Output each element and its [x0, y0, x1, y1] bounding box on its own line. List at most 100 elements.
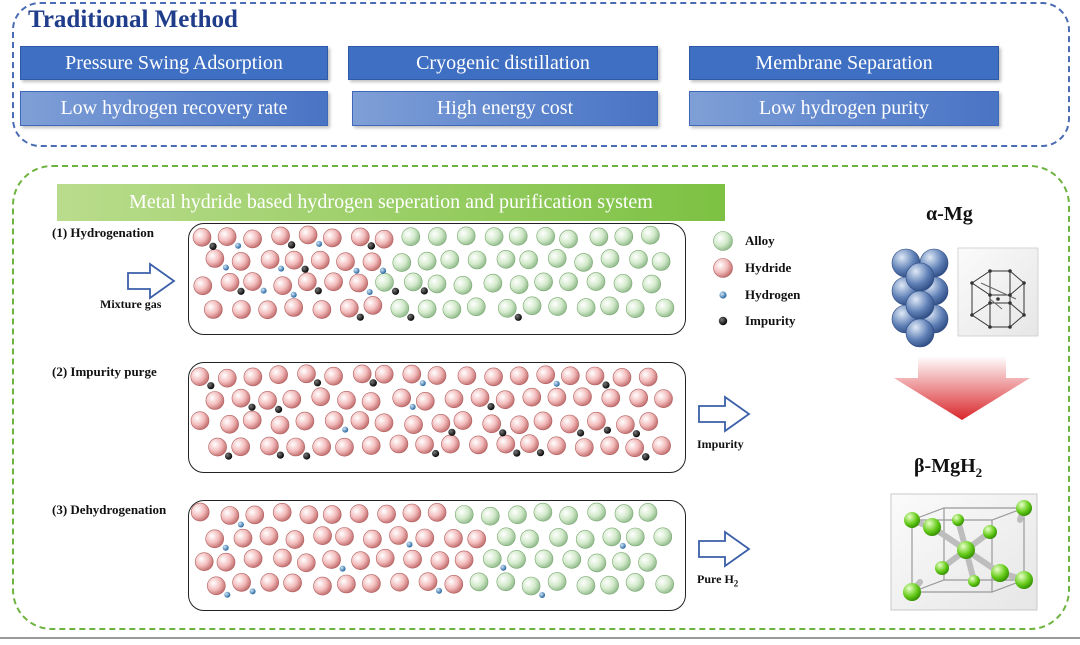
hydrogen-particle [278, 265, 285, 272]
alloy-particle [508, 226, 528, 246]
alloy-particle [642, 274, 662, 294]
method-cryogenic-distillation: Cryogenic distillation [348, 46, 658, 80]
hydride-particle [444, 574, 464, 594]
alloy-particle [480, 506, 500, 526]
hydride-particle [415, 435, 434, 454]
hydride-particle [427, 503, 447, 522]
impurity-particle [207, 382, 215, 390]
alloy-particle [602, 527, 622, 547]
alloy-particle [653, 527, 673, 547]
hydride-particle [374, 413, 394, 433]
alloy-particle [497, 298, 517, 318]
alloy-particle [507, 550, 526, 569]
hydride-particle [336, 252, 355, 272]
impurity-particle [602, 381, 610, 389]
hydride-particle [205, 249, 225, 268]
hydride-particle [232, 573, 251, 592]
alloy-particle [548, 297, 567, 316]
impurity-particle [642, 453, 650, 461]
alpha-mg-atom-stack [891, 248, 949, 348]
hydride-particle [243, 367, 263, 387]
hydride-particle [324, 366, 343, 386]
hydride-particle [392, 388, 412, 408]
impurity-particle [513, 449, 521, 457]
hydride-particle [361, 392, 381, 411]
hydride-particle [260, 250, 280, 269]
hydride-particle [322, 550, 341, 569]
hydride-particle [232, 300, 251, 319]
hydride-particle [509, 366, 529, 386]
alloy-particle [392, 253, 412, 272]
hydride-particle [495, 390, 515, 410]
hydride-particle [374, 364, 394, 384]
hydride-particle [361, 436, 381, 455]
method-pressure-swing-adsorption: Pressure Swing Adsorption [20, 46, 328, 80]
alloy-particle [574, 253, 593, 272]
impurity-particle [448, 428, 456, 436]
hydride-particle [453, 411, 473, 430]
arrow-in-mixture-gas [127, 262, 176, 300]
h-atom [968, 575, 980, 587]
hydride-particle [349, 504, 369, 524]
hydride-particle [297, 364, 316, 384]
hydride-particle [350, 227, 370, 247]
hydrogen-particle [553, 380, 560, 387]
h-atom [935, 561, 949, 575]
hydride-particle [243, 229, 262, 249]
hydride-particle [295, 411, 315, 431]
arrow-out-impurity [698, 395, 751, 433]
hydride-particle [337, 390, 356, 410]
alloy-particle [521, 576, 541, 596]
alloy-particle [467, 250, 487, 270]
hydride-particle [362, 252, 382, 272]
mg-center-atom [957, 541, 975, 559]
alloy-particle [533, 502, 553, 522]
hydride-particle [352, 364, 372, 384]
alloy-particle [613, 274, 633, 293]
beta-mgh2-label-text: β-MgH [914, 455, 976, 477]
hydride-particle [231, 388, 251, 408]
hydride-particle [629, 388, 649, 408]
hydride-particle [218, 368, 237, 388]
problem-low-recovery: Low hydrogen recovery rate [20, 91, 328, 126]
alloy-particle [496, 527, 516, 547]
alloy-particle [534, 549, 554, 569]
hydride-particle [269, 365, 288, 385]
mg-atom [905, 290, 935, 320]
hydride-particle [600, 436, 620, 456]
hydride-particle [282, 389, 302, 409]
hydrogen-particle [406, 541, 413, 548]
legend-hydride-label: Hydride [745, 260, 792, 275]
hydride-particle [390, 572, 409, 592]
alloy-particle [559, 506, 578, 525]
alloy-particle [625, 573, 645, 592]
hydride-particle [231, 252, 251, 271]
legend-alloy-marker [713, 231, 733, 251]
hydride-particle [258, 391, 277, 410]
impurity-particle [369, 379, 377, 387]
alloy-particle [509, 275, 529, 295]
legend-hydride-marker [713, 258, 733, 278]
arrow-out-pure-h2 [698, 530, 751, 568]
hydride-particle [283, 573, 302, 593]
impurity-particle [314, 287, 322, 295]
hydride-particle [271, 226, 290, 246]
hydrogen-particle [419, 380, 426, 387]
alloy-particle [496, 249, 516, 269]
hydride-particle [612, 368, 632, 387]
hydride-particle [349, 273, 369, 293]
beta-mgh2-structure [890, 493, 1038, 611]
hydride-particle [285, 530, 305, 549]
impurity-particle [391, 287, 400, 295]
hydride-particle [339, 298, 359, 318]
hydride-particle [560, 414, 579, 434]
hydride-particle [296, 553, 316, 573]
hydride-particle [242, 410, 262, 430]
hydride-particle [547, 436, 566, 456]
legend-impurity-label: Impurity [745, 313, 796, 328]
hydride-particle [362, 574, 381, 593]
hydride-particle [654, 389, 673, 409]
mg-atom [905, 262, 935, 292]
hydride-particle [652, 436, 671, 456]
